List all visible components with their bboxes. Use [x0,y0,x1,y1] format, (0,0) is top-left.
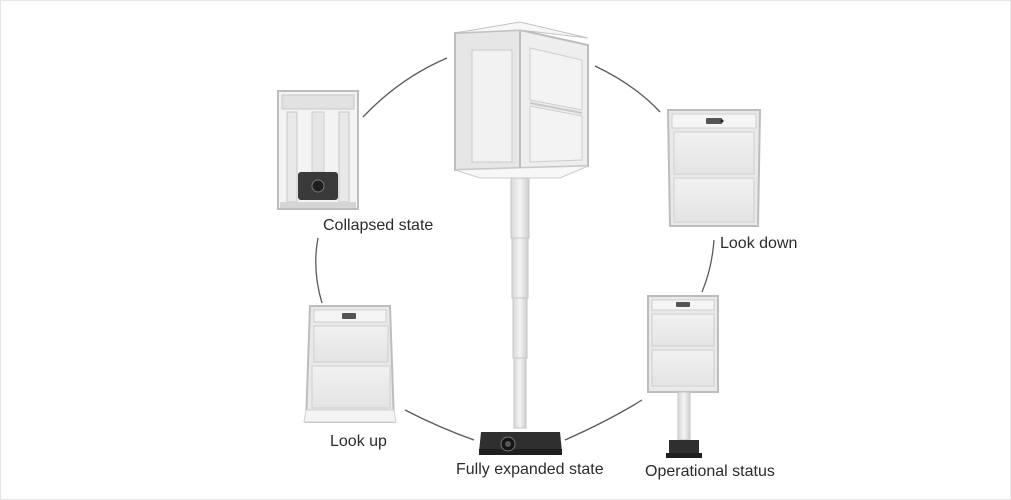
label-fully-expanded-state: Fully expanded state [456,461,604,478]
arc-expanded-to-look-down [594,65,661,113]
label-look-down: Look down [720,235,798,252]
arc-look-down-to-operational [701,239,715,293]
fully-expanded-device-icon [454,21,589,455]
label-look-up: Look up [330,433,387,450]
label-collapsed-state: Collapsed state [323,217,434,234]
label-operational-status: Operational status [645,463,775,480]
look-up-device-icon [303,305,397,423]
arc-collapsed-to-expanded [362,57,448,118]
arc-look-up-to-expanded [404,409,475,441]
arc-operational-to-expanded [564,399,643,441]
operational-device-icon [647,295,719,458]
collapsed-device-icon [277,90,359,210]
look-down-device-icon [666,109,762,227]
connecting-arcs [315,57,715,441]
arc-collapsed-to-look-up [315,237,323,304]
